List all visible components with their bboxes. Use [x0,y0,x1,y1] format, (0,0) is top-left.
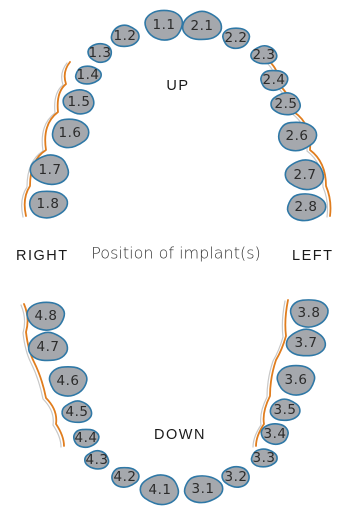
tooth-number: 2.1 [191,18,214,34]
tooth-number: 1.8 [37,196,60,212]
lower-tooth-4-7[interactable]: 4.7 [29,332,68,360]
lower-tooth-3-7[interactable]: 3.7 [286,329,325,356]
implant-position-caption: Position of implant(s) [91,244,261,263]
upper-tooth-2-8[interactable]: 2.8 [288,194,326,221]
tooth-number: 4.6 [57,373,80,389]
tooth-number: 3.3 [253,450,276,466]
tooth-number: 3.5 [274,402,297,418]
lower-tooth-3-3[interactable]: 3.3 [251,449,277,467]
upper-tooth-1-4[interactable]: 1.4 [76,66,102,84]
tooth-number: 1.4 [77,67,100,83]
upper-jaw: 1.8 1.7 1.6 1.5 1.4 1.31.2 1.1 2.1 2.2 2.3 2.4 2.5 2… [30,10,326,220]
tooth-number: 4.1 [149,482,172,498]
tooth-number: 3.6 [285,372,308,388]
upper-tooth-1-2[interactable]: 1.2 [111,25,139,46]
tooth-number: 3.4 [264,426,287,442]
tooth-number: 1.1 [153,17,176,33]
lower-tooth-4-6[interactable]: 4.6 [49,367,86,396]
tooth-number: 3.7 [295,335,318,351]
upper-tooth-1-6[interactable]: 1.6 [53,119,89,147]
lower-tooth-3-4[interactable]: 3.4 [261,424,288,444]
lower-tooth-3-5[interactable]: 3.5 [270,399,300,420]
lower-tooth-4-4[interactable]: 4.4 [74,429,99,447]
upper-tooth-2-5[interactable]: 2.5 [271,93,300,115]
tooth-number: 3.2 [225,469,248,485]
upper-tooth-2-4[interactable]: 2.4 [261,71,288,91]
left-side-label: LEFT [292,248,333,264]
tooth-number: 1.6 [59,125,82,141]
tooth-number: 4.2 [114,469,137,485]
lower-tooth-4-8[interactable]: 4.8 [27,302,64,330]
tooth-number: 4.8 [35,308,58,324]
lower-tooth-3-1[interactable]: 3.1 [185,476,223,503]
lower-tooth-3-6[interactable]: 3.6 [277,366,314,395]
lower-jaw-label: DOWN [154,427,206,443]
tooth-number: 3.1 [192,481,215,497]
lower-tooth-4-5[interactable]: 4.5 [62,401,92,422]
upper-jaw-label: UP [166,78,189,94]
upper-tooth-2-3[interactable]: 2.3 [251,46,277,64]
lower-tooth-4-3[interactable]: 4.3 [85,451,109,469]
lower-tooth-3-8[interactable]: 3.8 [291,300,328,327]
upper-tooth-1-1[interactable]: 1.1 [145,10,182,40]
upper-tooth-2-7[interactable]: 2.7 [285,160,323,190]
lower-tooth-4-1[interactable]: 4.1 [140,475,178,505]
upper-tooth-1-3[interactable]: 1.3 [88,44,111,63]
tooth-number: 2.8 [295,199,318,215]
tooth-number: 4.7 [37,339,60,355]
tooth-number: 2.7 [294,167,317,183]
upper-tooth-2-1[interactable]: 2.1 [183,11,222,39]
tooth-number: 1.5 [68,94,91,110]
right-side-label: RIGHT [16,248,69,264]
tooth-number: 2.6 [286,128,309,144]
tooth-number: 4.5 [66,404,89,420]
tooth-number: 1.3 [89,45,112,61]
tooth-number: 4.4 [75,430,98,446]
upper-tooth-2-2[interactable]: 2.2 [223,28,250,48]
tooth-number: 4.3 [86,452,109,468]
tooth-number: 2.2 [225,30,248,46]
tooth-number: 2.3 [253,47,276,63]
upper-tooth-1-8[interactable]: 1.8 [30,191,68,218]
lower-tooth-4-2[interactable]: 4.2 [112,468,139,488]
tooth-number: 2.4 [263,72,286,88]
tooth-number: 1.2 [114,28,137,44]
upper-tooth-1-5[interactable]: 1.5 [63,90,94,114]
lower-tooth-3-2[interactable]: 3.2 [222,467,249,487]
tooth-number: 1.7 [39,162,62,178]
tooth-number: 2.5 [275,96,298,112]
tooth-number: 3.8 [298,305,321,321]
